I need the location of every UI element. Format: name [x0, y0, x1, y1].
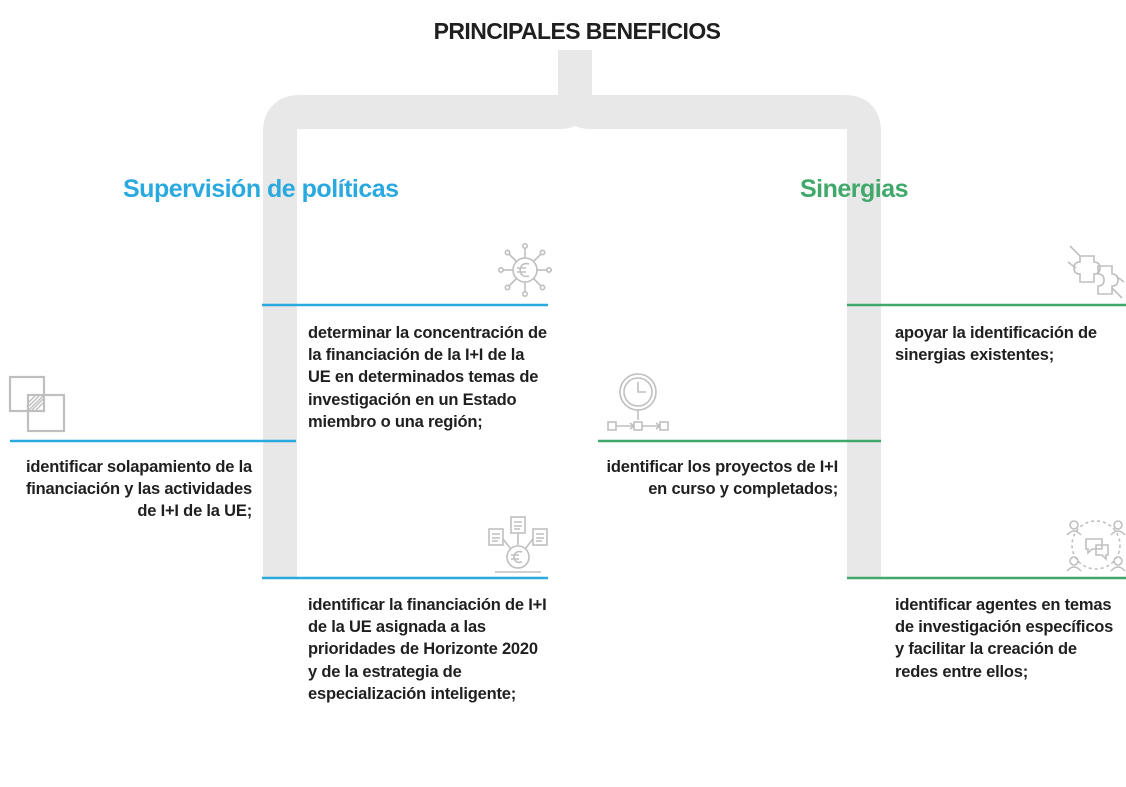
brace-connector — [263, 50, 881, 578]
euro-network-icon — [497, 242, 552, 297]
overlapping-squares-icon — [8, 375, 66, 433]
overlap-text: identificar solapamiento de la financiac… — [25, 458, 252, 521]
synergies-heading: Sinergias — [800, 175, 909, 203]
puzzle-hands-icon — [1067, 245, 1125, 299]
concentration-text: determinar la concentración de la financ… — [308, 324, 547, 431]
policy-heading: Supervisión de políticas — [123, 175, 399, 203]
projects-text: identificar los proyectos de I+I en curs… — [606, 458, 838, 499]
euro-documents-icon — [488, 516, 548, 573]
horizon-text: identificar la financiación de I+I de la… — [308, 596, 547, 703]
people-network-icon — [1066, 520, 1126, 572]
synergies-text: apoyar la identificación de sinergias ex… — [895, 324, 1097, 365]
clock-timeline-icon — [607, 373, 669, 431]
page-title: PRINCIPALES BENEFICIOS — [433, 18, 721, 44]
agents-text: identificar agentes en temas de investig… — [895, 596, 1114, 681]
